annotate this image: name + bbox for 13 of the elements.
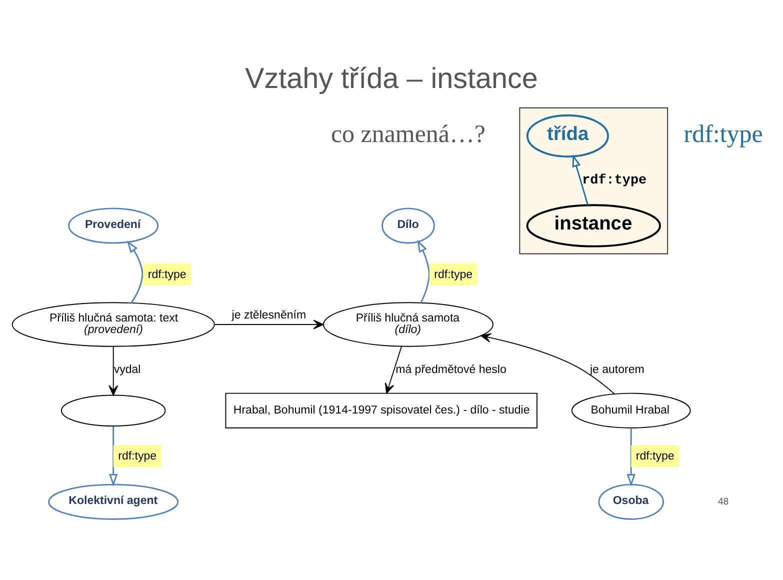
edge-label: má předmětové heslo: [396, 364, 506, 376]
edge-label: rdf:type: [118, 450, 157, 463]
edge-label: rdf:type: [148, 268, 186, 281]
edge-label: je ztělesněním: [232, 309, 306, 322]
edge-label: rdf:type: [636, 450, 674, 463]
edge-label: rdf:type: [434, 268, 473, 281]
diagram-title: Vztahy třída – instance: [245, 62, 538, 95]
edge-label: rdf:type: [582, 173, 647, 188]
label: co znamená…?: [330, 121, 486, 148]
edge-label: vydal: [114, 364, 141, 376]
label: rdf:type: [684, 121, 763, 148]
label: 48: [718, 496, 729, 508]
edge-label: je autorem: [590, 364, 644, 376]
